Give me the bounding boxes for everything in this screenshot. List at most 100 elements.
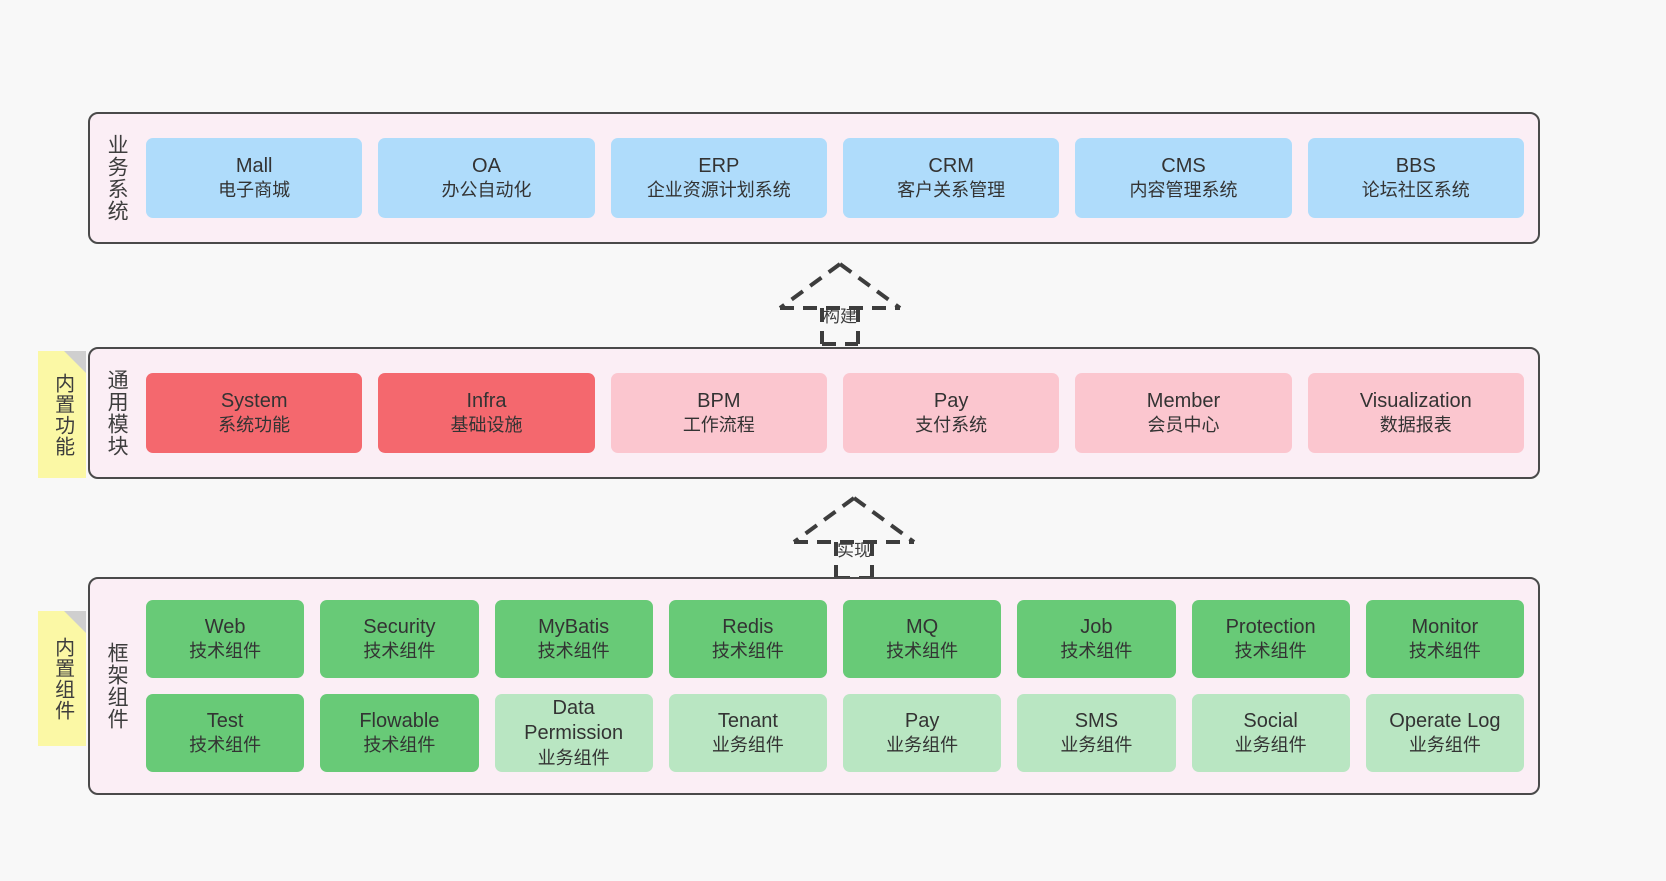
framework-card-sms[interactable]: SMS 业务组件 [1017, 694, 1176, 772]
card-subtitle: 技术组件 [1234, 641, 1307, 662]
framework-card-pay[interactable]: Pay 业务组件 [843, 694, 1002, 772]
card-title: CMS [1161, 154, 1206, 177]
card-title: Flowable [359, 709, 440, 732]
business-card-bbs[interactable]: BBS 论坛社区系统 [1307, 138, 1524, 218]
connector-build: 构建 [750, 256, 930, 346]
module-card-pay[interactable]: Pay 支付系统 [842, 373, 1060, 453]
card-subtitle: 技术组件 [189, 641, 262, 662]
connector-build-label: 构建 [823, 307, 857, 326]
card-title: Operate Log [1389, 709, 1501, 732]
framework-card-security[interactable]: Security 技术组件 [320, 600, 479, 678]
card-title: System [220, 389, 288, 412]
card-title: Job [1080, 615, 1113, 638]
card-subtitle: 技术组件 [189, 735, 262, 756]
card-subtitle: 内容管理系统 [1129, 180, 1238, 201]
card-title: BPM [697, 389, 741, 412]
sticky-note-builtin-functions: 内置功能 [38, 351, 86, 478]
framework-card-social[interactable]: Social 业务组件 [1191, 694, 1350, 772]
framework-card-redis[interactable]: Redis 技术组件 [668, 600, 827, 678]
card-subtitle: 论坛社区系统 [1361, 180, 1470, 201]
card-subtitle: 业务组件 [886, 735, 959, 756]
layer-common-modules-label: 通用模块 [105, 369, 129, 457]
module-card-member[interactable]: Member 会员中心 [1075, 373, 1292, 453]
module-card-visualization[interactable]: Visualization 数据报表 [1307, 373, 1524, 453]
card-subtitle: 系统功能 [218, 415, 291, 436]
note-fold-icon [64, 351, 86, 373]
card-title: SMS [1074, 709, 1119, 732]
card-title: Pay [933, 389, 969, 412]
card-title: Protection [1225, 615, 1316, 638]
business-card-oa[interactable]: OA 办公自动化 [378, 138, 595, 218]
card-title: MyBatis [538, 615, 610, 638]
build-arrow-icon [778, 262, 902, 346]
card-subtitle: 办公自动化 [441, 180, 532, 201]
card-title: MQ [906, 615, 939, 638]
card-title: Mall [235, 154, 273, 177]
card-title: Web [204, 615, 246, 638]
sticky-note-builtin-functions-label: 内置功能 [51, 372, 74, 457]
sticky-note-builtin-components-label: 内置组件 [51, 636, 74, 721]
layer-framework-components-label: 框架组件 [105, 642, 129, 730]
framework-card-tenant[interactable]: Tenant 业务组件 [668, 694, 827, 772]
card-subtitle: 会员中心 [1147, 415, 1220, 436]
card-subtitle: 技术组件 [537, 641, 610, 662]
business-card-erp[interactable]: ERP 企业资源计划系统 [610, 138, 827, 218]
card-subtitle: 技术组件 [1060, 641, 1133, 662]
card-title: Test [206, 709, 244, 732]
framework-card-web[interactable]: Web 技术组件 [146, 600, 305, 678]
layer-business-systems-label: 业务系统 [105, 134, 129, 222]
framework-card-flowable[interactable]: Flowable 技术组件 [320, 694, 479, 772]
card-subtitle: 业务组件 [711, 735, 784, 756]
module-card-system[interactable]: System 系统功能 [146, 373, 363, 453]
card-title: OA [472, 154, 501, 177]
card-title: Security [363, 615, 436, 638]
card-subtitle: 业务组件 [1060, 735, 1133, 756]
framework-card-mybatis[interactable]: MyBatis 技术组件 [494, 600, 653, 678]
note-fold-icon [64, 611, 86, 633]
card-title: Pay [904, 709, 940, 732]
framework-card-mq[interactable]: MQ 技术组件 [843, 600, 1002, 678]
card-subtitle: 数据报表 [1379, 415, 1452, 436]
connector-implement: 实现 [764, 490, 944, 580]
business-card-cms[interactable]: CMS 内容管理系统 [1075, 138, 1292, 218]
card-title: Monitor [1411, 615, 1479, 638]
card-subtitle: 技术组件 [363, 641, 436, 662]
card-title: Redis [722, 615, 774, 638]
card-title: Member [1146, 389, 1221, 412]
card-subtitle: 技术组件 [711, 641, 784, 662]
card-subtitle: 电子商城 [218, 180, 291, 201]
card-title: BBS [1395, 154, 1436, 177]
card-title: ERP [698, 154, 740, 177]
card-subtitle: 业务组件 [1234, 735, 1307, 756]
framework-card-job[interactable]: Job 技术组件 [1017, 600, 1176, 678]
business-card-mall[interactable]: Mall 电子商城 [146, 138, 363, 218]
card-subtitle: 技术组件 [886, 641, 959, 662]
card-subtitle: 企业资源计划系统 [646, 180, 791, 201]
card-subtitle: 技术组件 [363, 735, 436, 756]
card-subtitle: 客户关系管理 [897, 180, 1006, 201]
framework-card-test[interactable]: Test 技术组件 [146, 694, 305, 772]
card-title: Infra [466, 389, 507, 412]
card-subtitle: 支付系统 [915, 415, 988, 436]
card-title: Tenant [717, 709, 778, 732]
card-title: Data Permission [524, 696, 624, 745]
card-title: Social [1243, 709, 1298, 732]
card-title: Visualization [1359, 389, 1472, 412]
framework-card-protection[interactable]: Protection 技术组件 [1191, 600, 1350, 678]
sticky-note-builtin-components: 内置组件 [38, 611, 86, 746]
